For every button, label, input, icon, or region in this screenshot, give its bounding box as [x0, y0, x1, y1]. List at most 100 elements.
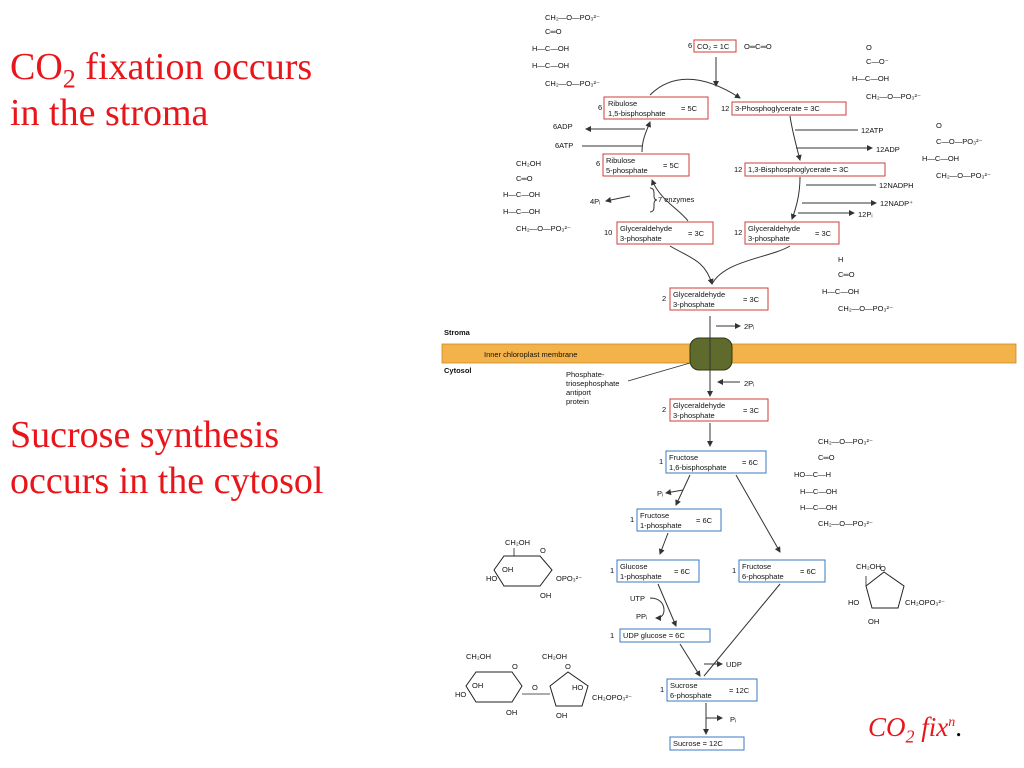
- udpg-box: [619, 628, 711, 643]
- bpg-structure-line: CH₂—O—PO₃²⁻: [936, 171, 991, 180]
- bpg-structure-line: O: [936, 121, 942, 130]
- s6p-label-1: Sucrose: [670, 681, 698, 690]
- g1p-carbons: = 6C: [674, 567, 691, 576]
- rubp-label-2: 1,5-bisphosphate: [608, 109, 666, 118]
- antiport-label-1: Phosphate-: [566, 370, 605, 379]
- fbp-structure: CH₂—O—PO₃²⁻ C═O HO—C—H H—C—OH H—C—OH CH₂…: [794, 437, 873, 528]
- s6p-structure-atom: CH₂OPO₃²⁻: [592, 693, 632, 702]
- g3p10-coefficient: 10: [604, 228, 612, 237]
- g1p-ring-atom: OH: [540, 591, 551, 600]
- rubp-box: [603, 96, 709, 120]
- g3p10-label-1: Glyceraldehyde: [620, 224, 672, 233]
- ru5p-box: [602, 153, 690, 177]
- udpg-coefficient: 1: [610, 631, 614, 640]
- glucose-1-phosphate-ring: CH₂OH O OH HO OPO₃²⁻ OH: [486, 538, 582, 600]
- f6p-carbons: = 6C: [800, 567, 817, 576]
- pi4-label: 4Pᵢ: [590, 197, 600, 206]
- cytosol-label: Cytosol: [444, 366, 472, 375]
- g3p-structure-line: H—C—OH: [822, 287, 859, 296]
- f1p-label-2: 1-phosphate: [640, 521, 682, 530]
- g1p-label-1: Glucose: [620, 562, 648, 571]
- ru5p-structure-line: H—C—OH: [503, 190, 540, 199]
- rubp-structure-line: CH₂—O—PO₃²⁻: [545, 79, 600, 88]
- s6p-structure-atom: O: [512, 662, 518, 671]
- f1p-carbons: = 6C: [696, 516, 713, 525]
- rubp-structure-line: H—C—OH: [532, 61, 569, 70]
- adp6-label: 6ADP: [553, 122, 573, 131]
- g3p2-coefficient: 2: [662, 294, 666, 303]
- f6p-ring-atom: HO: [848, 598, 859, 607]
- pga-coefficient: 12: [721, 104, 729, 113]
- rubp-structure-line: CH₂—O—PO₃²⁻: [545, 13, 600, 22]
- sucrose-box-label: Sucrose = 12C: [673, 739, 723, 748]
- co2-coefficient: 6: [688, 41, 692, 50]
- cyto-g3p-coefficient: 2: [662, 405, 666, 414]
- sucrose-synthesis-title: Sucrose synthesis occurs in the cytosol: [10, 412, 323, 504]
- title-fixation-text: fixation occurs: [75, 46, 313, 88]
- fbp-label-1: Fructose: [669, 453, 698, 462]
- s6p-coefficient: 1: [660, 685, 664, 694]
- s6p-structure-atom: HO: [572, 683, 583, 692]
- pi-cytosol-label: 2Pᵢ: [744, 379, 754, 388]
- f6p-box: [738, 559, 826, 583]
- cyto-g3p-box: [669, 398, 769, 422]
- cyto-g3p-label-2: 3-phosphate: [673, 411, 715, 420]
- f6p-ring-atom: O: [880, 564, 886, 573]
- s6p-structure-atom: CH₂OH: [542, 652, 567, 661]
- fbp-structure-line: HO—C—H: [794, 470, 831, 479]
- enzymes-label: 7 enzymes: [658, 195, 695, 204]
- rubp-coefficient: 6: [598, 103, 602, 112]
- s6p-box: [666, 678, 758, 702]
- g1p-label-2: 1-phosphate: [620, 572, 662, 581]
- atp6-label: 6ATP: [555, 141, 573, 150]
- co2-box: [693, 39, 737, 53]
- co2-fixation-title: CO2 fixation occurs in the stroma: [10, 44, 312, 136]
- antiport-label-2: triosephosphate: [566, 379, 619, 388]
- g1p-box: [616, 559, 700, 583]
- title-cytosol-text: occurs in the cytosol: [10, 460, 324, 502]
- g1p-ring-atom: OPO₃²⁻: [556, 574, 582, 583]
- utp-label: UTP: [630, 594, 645, 603]
- pi-stroma-label: 2Pᵢ: [744, 322, 754, 331]
- cyto-g3p-carbons: = 3C: [743, 406, 760, 415]
- f1p-box: [636, 508, 722, 532]
- ppi-label: PPᵢ: [636, 612, 647, 621]
- s6p-structure-atom: OH: [472, 681, 483, 690]
- g1p-ring-atom: O: [540, 546, 546, 555]
- fbp-box: [665, 450, 767, 474]
- ru5p-structure-line: H—C—OH: [503, 207, 540, 216]
- pga-structure-line: H—C—OH: [852, 74, 889, 83]
- s6p-structure-atom: O: [565, 662, 571, 671]
- g1p-ring-atom: CH₂OH: [505, 538, 530, 547]
- co2-formula: O═C═O: [744, 42, 772, 51]
- s6p-structure-atom: OH: [556, 711, 567, 720]
- g1p-ring-atom: OH: [502, 565, 513, 574]
- g3p12-coefficient: 12: [734, 228, 742, 237]
- footnote-superscript: n: [948, 715, 956, 730]
- pga-structure-line: CH₂—O—PO₃²⁻: [866, 92, 921, 101]
- s6p-structure-atom: OH: [506, 708, 517, 717]
- fbp-structure-line: CH₂—O—PO₃²⁻: [818, 437, 873, 446]
- fbp-coefficient: 1: [659, 457, 663, 466]
- ru5p-carbons: = 5C: [663, 161, 680, 170]
- bpg-structure-line: C—O—PO₃²⁻: [936, 137, 983, 146]
- g3p2-box: [669, 287, 769, 311]
- g3p12-carbons: = 3C: [815, 229, 832, 238]
- pga-structure-line: C—O⁻: [866, 57, 889, 66]
- footnote-co: CO: [868, 712, 906, 742]
- g3p10-carbons: = 3C: [688, 229, 705, 238]
- fbp-carbons: = 6C: [742, 458, 759, 467]
- pi-a-label: Pᵢ: [657, 489, 663, 498]
- g3p-structure-line: C═O: [838, 270, 855, 279]
- pga-box: [731, 101, 847, 116]
- g3p2-carbons: = 3C: [743, 295, 760, 304]
- g3p2-label-1: Glyceraldehyde: [673, 290, 725, 299]
- f6p-ring-atom: CH₂OH: [856, 562, 881, 571]
- f6p-label-2: 6-phosphate: [742, 572, 784, 581]
- footnote-dot: .: [955, 712, 963, 742]
- antiport-label-3: antiport: [566, 388, 592, 397]
- g3p10-box: [616, 221, 714, 245]
- stroma-label: Stroma: [444, 328, 471, 337]
- rubp-structure-line: H—C—OH: [532, 44, 569, 53]
